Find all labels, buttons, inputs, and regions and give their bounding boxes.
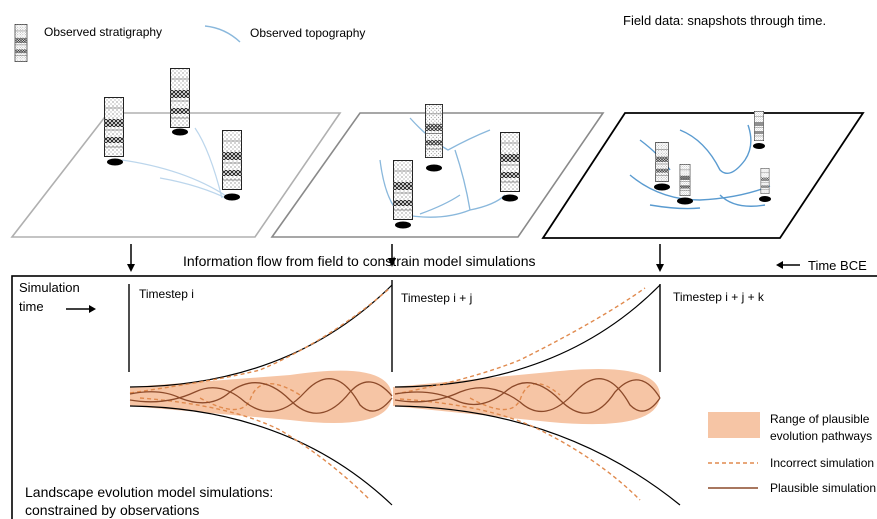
sample-site [107,158,123,166]
arrow-down-icon [656,244,664,272]
legend-topography: Observed topography [204,25,365,43]
stratigraphy-column [753,111,765,141]
stratigraphy-column [500,132,520,192]
legend-plausible-label: Plausible simulation [770,481,876,495]
field-data-title: Field data: snapshots through time. [623,13,826,28]
sample-site [172,128,188,136]
terrain-plane-2 [270,112,605,238]
simulation-time-label-2: time [19,299,44,314]
topography-lines-2 [379,117,506,218]
stratigraphy-column [170,68,190,128]
legend-range-label-2: evolution pathways [770,429,872,443]
arrow-down-icon [127,244,135,272]
bottom-caption: Landscape evolution model simulations: [25,484,273,500]
info-flow-label: Information flow from field to constrain… [183,253,535,269]
envelope-lower [129,405,393,506]
field-panel-2 [270,103,605,238]
envelope-lower [394,405,681,506]
range-swatch [708,412,760,438]
sample-site [224,193,240,201]
incorrect-simulations [129,287,646,501]
stratigraphy-column [760,168,770,194]
sample-site [654,183,670,191]
sample-site [677,197,693,205]
terrain-plane-3 [541,112,865,239]
topography-line-icon [204,25,241,43]
stratigraphy-column [222,130,242,190]
stratigraphy-column [654,142,670,182]
legend-stratigraphy-label: Observed stratigraphy [44,25,162,39]
legend-range-label: Range of plausible [770,412,870,426]
arrow-left-icon [776,261,800,269]
timestep-label-3: Timestep i + j + k [673,290,765,304]
sample-site [759,196,771,202]
stratigraphy-column [104,97,124,157]
arrow-right-icon [66,305,96,313]
plausible-simulations [129,378,661,414]
sample-site [502,194,518,202]
simulation-time-label: Simulation [19,280,80,295]
legend-topography-label: Observed topography [250,26,365,40]
sample-site [395,221,411,229]
simulation-frame [11,275,877,519]
sample-site [426,164,442,172]
arrow-down-icon [388,244,396,267]
timestep-label-1: Timestep i [139,287,194,301]
legend-plausible: Plausible simulation [708,481,876,495]
legend-incorrect: Incorrect simulation [708,456,874,470]
legend-stratigraphy: Observed stratigraphy [14,24,162,62]
timestep-label-2: Timestep i + j [401,291,472,305]
stratigraphy-column [393,160,413,220]
stratigraphy-column [679,164,691,196]
plausible-range-area [130,370,392,423]
plausible-range-area [393,369,660,425]
field-panel-1 [10,68,342,238]
terrain-plane-1 [10,112,342,238]
field-panel-3 [541,111,865,239]
legend-incorrect-label: Incorrect simulation [770,456,874,470]
stratigraphy-column-icon [14,24,28,62]
legend-range: Range of plausible evolution pathways [708,412,872,443]
stratigraphy-column [425,103,443,159]
bottom-caption-2: constrained by observations [25,502,199,518]
time-bce-label: Time BCE [808,258,867,273]
sample-site [753,143,765,149]
